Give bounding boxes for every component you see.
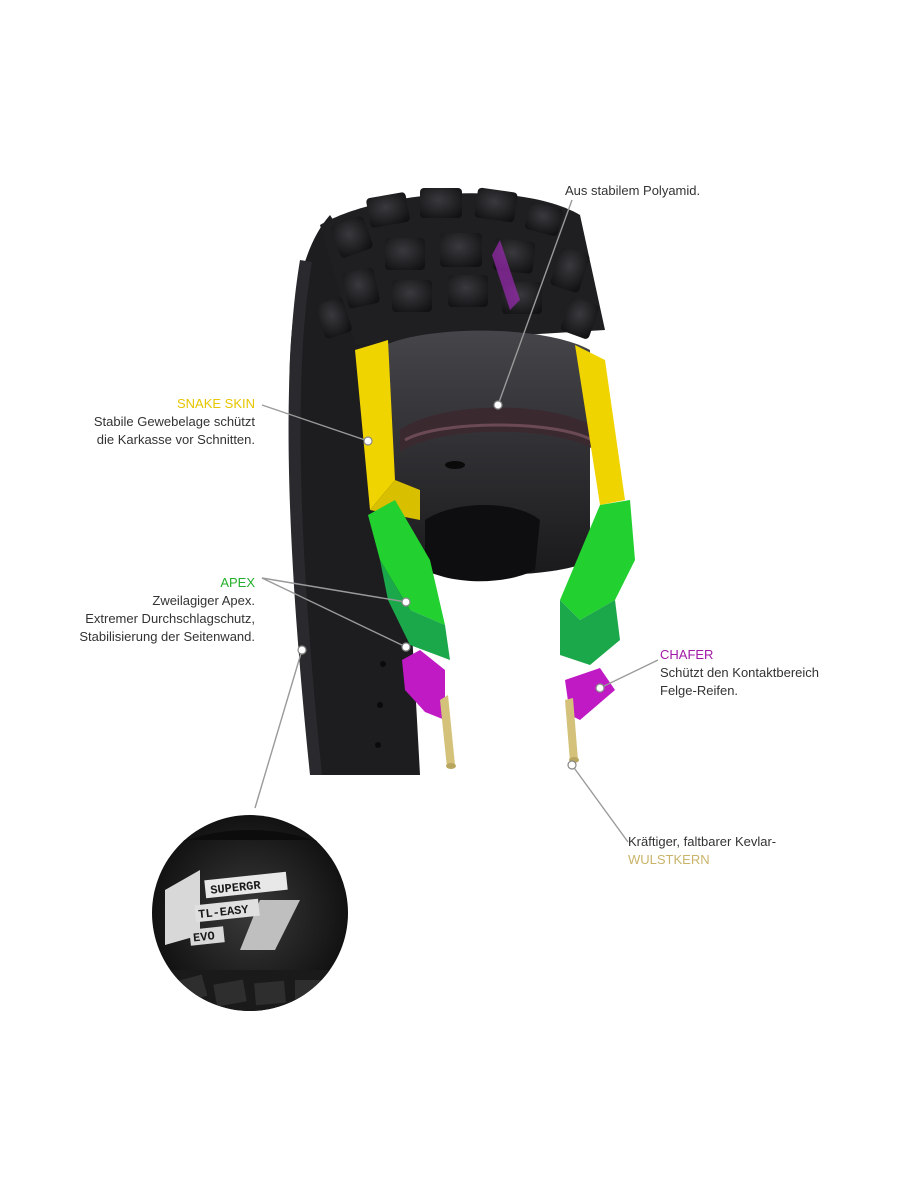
badge-zoom: SUPERGR TL-EASY EVO	[152, 815, 348, 1011]
chafer-title: CHAFER	[660, 647, 714, 662]
wulstkern-title: WULSTKERN	[628, 852, 710, 867]
inner-casing	[385, 240, 598, 582]
callout-apex: APEX Zweilagiger Apex. Extremer Durchsch…	[40, 574, 255, 646]
leader-lines	[254, 199, 659, 843]
chafer-line-1: Schützt den Kontaktbereich	[660, 665, 819, 680]
apex-line-2: Extremer Durchschlagschutz,	[85, 611, 255, 626]
badge-label-1: TL-EASY	[198, 903, 250, 922]
snake-skin-title: SNAKE SKIN	[176, 396, 255, 411]
snake-skin-line-2: die Karkasse vor Schnitten.	[96, 432, 255, 447]
callout-polyamid: Aus stabilem Polyamid.	[565, 182, 700, 200]
polyamid-text: Aus stabilem Polyamid.	[565, 183, 701, 198]
apex-layer	[368, 500, 635, 665]
chafer-line-2: Felge-Reifen.	[660, 683, 739, 698]
snake-skin-line-1: Stabile Gewebelage schützt	[93, 414, 255, 429]
callout-snake-skin: SNAKE SKIN Stabile Gewebelage schützt di…	[60, 395, 255, 449]
apex-title: APEX	[220, 575, 255, 590]
apex-line-1: Zweilagiger Apex.	[152, 593, 255, 608]
bead-core	[440, 695, 579, 769]
callout-wulstkern: Kräftiger, faltbarer Kevlar- WULSTKERN	[628, 833, 828, 869]
tread-blocks	[316, 187, 605, 345]
callout-chafer: CHAFER Schützt den Kontaktbereich Felge-…	[660, 646, 860, 700]
badge-label-2: EVO	[192, 929, 215, 945]
apex-line-3: Stabilisierung der Seitenwand.	[79, 629, 255, 644]
chafer-layer	[402, 650, 615, 720]
wulstkern-line: Kräftiger, faltbarer Kevlar-	[628, 834, 777, 849]
leader-dots	[297, 400, 605, 770]
badge-label-0: SUPERGR	[210, 878, 262, 897]
